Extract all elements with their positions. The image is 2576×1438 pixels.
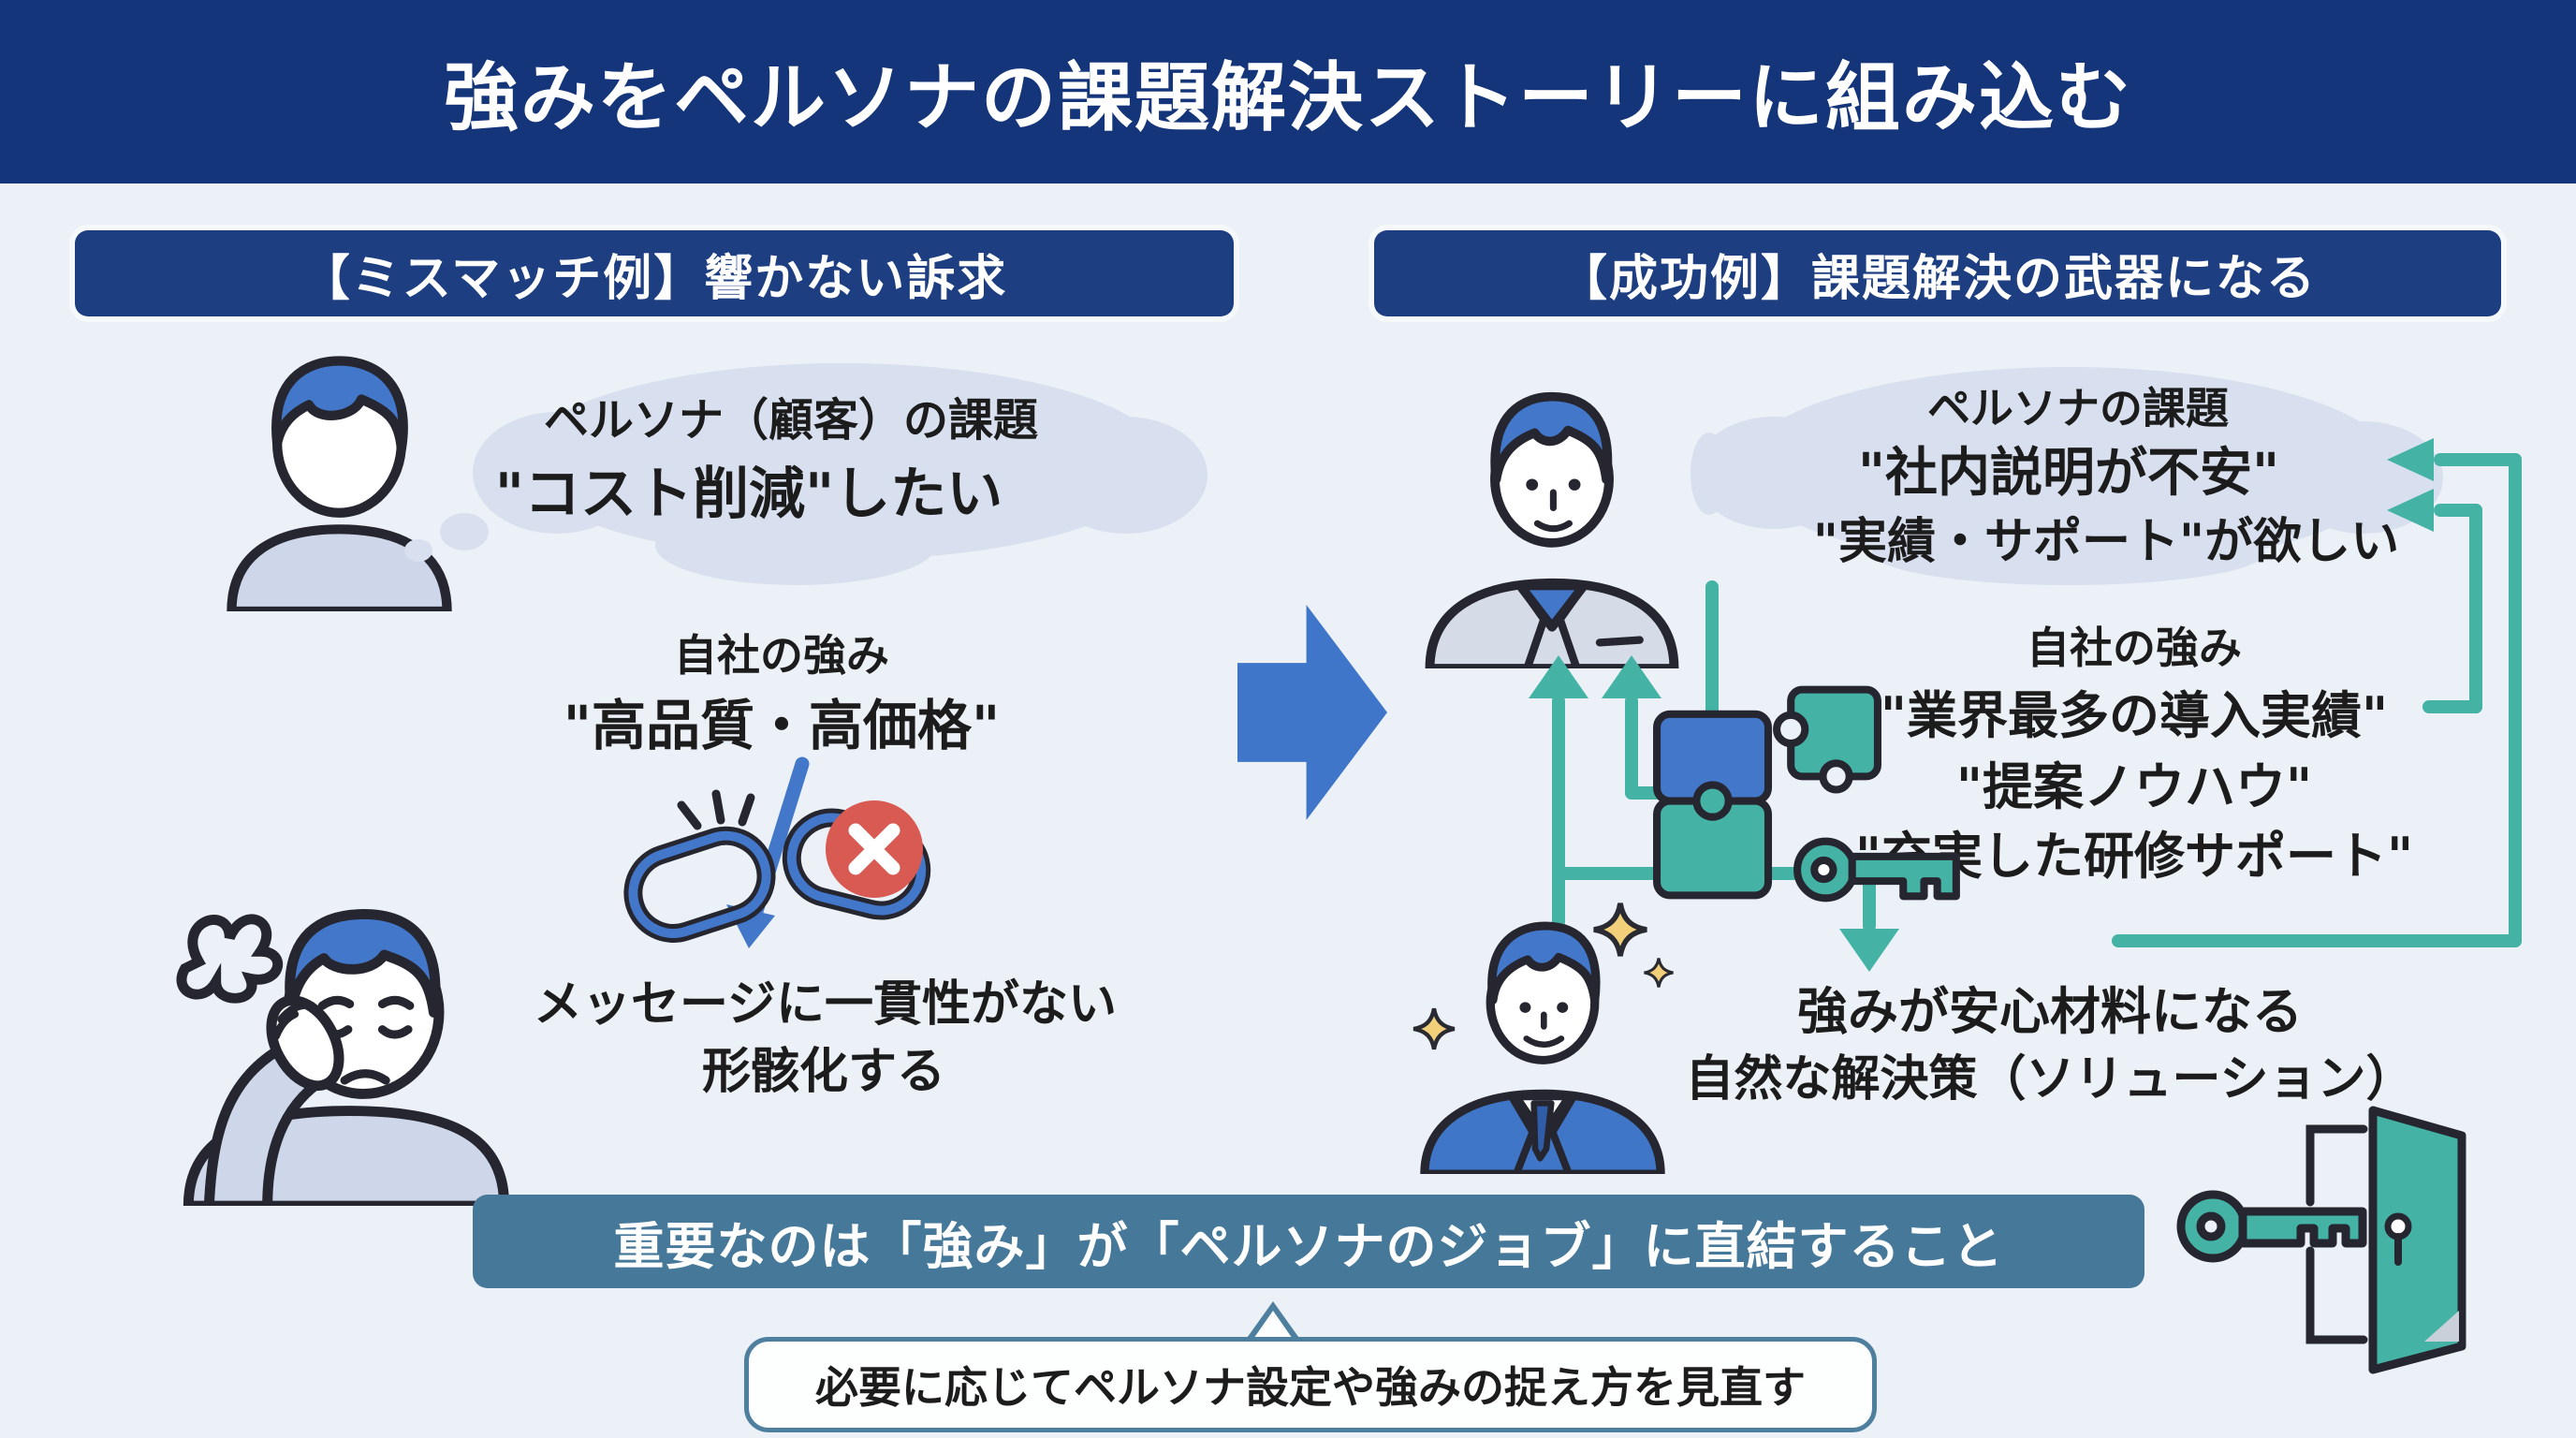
- note-callout: 必要に応じてペルソナ設定や強みの捉え方を見直す: [744, 1337, 1877, 1432]
- right-strength-label: 自社の強み: [2027, 623, 2242, 673]
- thought-bubble-lobe: [655, 506, 936, 585]
- connector-line: [2112, 934, 2522, 947]
- face: [1526, 478, 1581, 533]
- puzzle-icon: [1653, 685, 1881, 900]
- key-message-text: 重要なのは「強み」が「ペルソナのジョブ」に直結すること: [613, 1216, 2004, 1276]
- left-arrow-icon: [2387, 438, 2434, 481]
- right-bubble-line3: "実績・サポート"が欲しい: [1812, 514, 2400, 570]
- persona-icon: [227, 356, 452, 611]
- note-text: 必要に応じてペルソナ設定や強みの捉え方を見直す: [815, 1362, 1806, 1413]
- right-result-line2: 自然な解決策（ソリューション）: [1685, 1051, 2415, 1108]
- page-title: 強みをペルソナの課題解決ストーリーに組み込む: [444, 54, 2132, 141]
- sparkle-icon: [1644, 958, 1674, 988]
- error-x-icon: [826, 800, 923, 898]
- right-strength-item1: "業界最多の導入実績": [1880, 686, 2389, 745]
- thought-bubble-lobe: [1044, 417, 1208, 534]
- connector-line: [2422, 700, 2482, 713]
- connector-line: [2469, 504, 2482, 713]
- left-arrow-icon: [2387, 489, 2434, 532]
- left-strength-label: 自社の強み: [674, 630, 889, 681]
- key-door-icon: [2176, 1106, 2466, 1374]
- thought-bubble-lobe: [1872, 520, 2265, 585]
- right-section-header: 【成功例】課題解決の武器になる: [1374, 230, 2501, 316]
- left-strength-value: "高品質・高価格": [563, 694, 1001, 757]
- left-section-header: 【ミスマッチ例】響かない訴求: [75, 230, 1234, 316]
- right-bubble-line2: "社内説明が不安": [1857, 443, 2280, 504]
- up-arrow-icon: [1529, 655, 1588, 698]
- thought-bubble-tail: [440, 513, 489, 550]
- key-icon: [2176, 1190, 2367, 1263]
- note-pointer-inner: [1251, 1311, 1295, 1342]
- break-spark-icon: [677, 789, 755, 830]
- worried-face: [317, 995, 415, 1085]
- left-result-line1: メッセージに一貫性がない: [534, 976, 1117, 1033]
- happy-person-icon: [1420, 921, 1665, 1174]
- left-bubble-line2: "コスト削減"したい: [494, 462, 1003, 527]
- key-icon: [1793, 837, 1960, 902]
- right-bubble-line1: ペルソナの課題: [1927, 383, 2229, 433]
- face: [1519, 1002, 1569, 1048]
- worried-person-icon: [176, 909, 510, 1206]
- title-bar: 強みをペルソナの課題解決ストーリーに組み込む: [0, 0, 2576, 183]
- key-message-banner: 重要なのは「強み」が「ペルソナのジョブ」に直結すること: [473, 1195, 2144, 1288]
- scribble-icon: [176, 914, 284, 1004]
- thought-bubble-lobe: [473, 412, 641, 534]
- left-result-line2: 形骸化する: [701, 1044, 945, 1100]
- up-arrow-icon: [1602, 655, 1661, 698]
- right-section-header-label: 【成功例】課題解決の武器になる: [1558, 250, 2317, 307]
- left-bubble-line1: ペルソナ（顧客）の課題: [543, 394, 1038, 447]
- sparkle-icon: [1412, 1007, 1456, 1050]
- persona-icon: [1425, 391, 1679, 668]
- down-arrow-icon: [1839, 929, 1899, 972]
- left-section-header-label: 【ミスマッチ例】響かない訴求: [300, 250, 1008, 307]
- right-result-line1: 強みが安心材料になる: [1797, 982, 2303, 1041]
- connector-line: [1705, 580, 1719, 721]
- door-frame: [2305, 1124, 2368, 1344]
- door-icon: [2368, 1106, 2466, 1374]
- thought-bubble-tail: [1690, 433, 1728, 515]
- connector-line: [1625, 695, 1638, 800]
- right-arrow-icon: [1237, 605, 1387, 820]
- sparkle-icon: [1593, 902, 1647, 957]
- thought-bubble-tail: [404, 539, 432, 562]
- connector-line: [2509, 453, 2522, 947]
- connector-line: [2434, 453, 2522, 466]
- right-strength-item2: "提案ノウハウ": [1955, 757, 2313, 816]
- connector-line: [1552, 695, 1565, 929]
